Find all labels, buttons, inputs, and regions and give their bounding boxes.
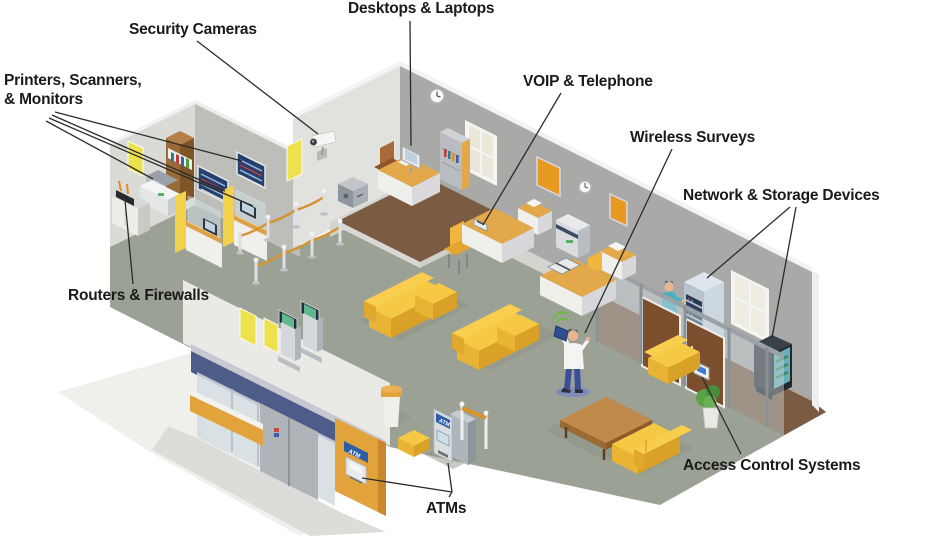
poster-orange [536,155,561,198]
ottoman [398,430,430,457]
office-printer-2 [556,214,590,258]
queue-pole [280,244,288,272]
potted-plant [696,385,720,429]
rate-board-right [236,150,266,190]
label-atms: ATMs [426,500,467,517]
bookcase [440,128,470,190]
poster-yellow [286,138,303,182]
entrance-door [260,403,318,500]
queue-pole [336,218,344,246]
queue-pole [236,227,244,255]
desktop-computer [401,145,421,173]
voip-phone [473,218,488,232]
exterior-pavement [58,352,386,536]
storefront: ATM [183,280,390,516]
label-wireless-surveys: Wireless Surveys [630,129,756,146]
safe [338,177,368,208]
queue-pole [292,201,300,229]
queue-pole [320,188,328,216]
awning [190,395,263,446]
wall-clock [578,180,592,194]
poster-yellow [263,317,279,354]
poster-yellow [239,307,257,347]
wall-clock [429,88,445,104]
window [465,120,497,186]
poster-orange [609,192,628,228]
teller-counter-1 [175,191,222,268]
queue-pole [252,257,260,285]
queue-pole [483,410,489,449]
tall-storage-cabinet [166,131,194,204]
label-printers-scanners-monitors: Printers, Scanners, & Monitors [4,72,142,108]
survey-tablet [553,325,569,342]
trash-bin [381,385,402,427]
label-security-cameras: Security Cameras [129,21,257,38]
wireless-survey-person [552,311,590,397]
router-firewall-device [112,180,150,236]
sofa-l-1 [364,272,457,338]
queue-pole [264,214,272,242]
wifi-signal-icon [552,311,570,323]
reception-desk-2 [540,251,616,316]
label-voip-telephone: VOIP & Telephone [523,73,653,90]
security-camera [310,130,337,161]
sofa-small [644,335,700,384]
window [731,270,769,343]
side-cabinet-2 [600,242,636,280]
label-network-storage-devices: Network & Storage Devices [683,187,880,204]
atm-wall-unit: ATM [335,418,386,516]
self-service-kiosks [278,300,323,372]
queue-pole [308,231,316,259]
atm-lobby-unit: ATM [433,401,489,465]
label-access-control-systems: Access Control Systems [683,457,861,474]
label-routers-firewalls: Routers & Firewalls [68,287,209,304]
leader-lines [45,20,797,498]
manager-office [338,128,508,268]
fax-machine [547,257,581,275]
atm-sign [436,413,450,429]
kiosk [300,300,323,363]
sofa-l-2 [452,304,539,370]
kiosk [278,309,301,372]
wall-display-monitors [197,150,266,206]
teller-counter-2 [223,185,267,261]
atm-sign-label: ATM [438,418,451,429]
reception-desk-1 [444,208,534,274]
sofa-2seat [612,423,692,474]
queue-barriers [236,188,344,285]
atm-sign [344,441,368,463]
router-box [116,190,134,206]
label-desktops-laptops: Desktops & Laptops [348,0,495,17]
atm-sign-label: ATM [347,449,361,460]
